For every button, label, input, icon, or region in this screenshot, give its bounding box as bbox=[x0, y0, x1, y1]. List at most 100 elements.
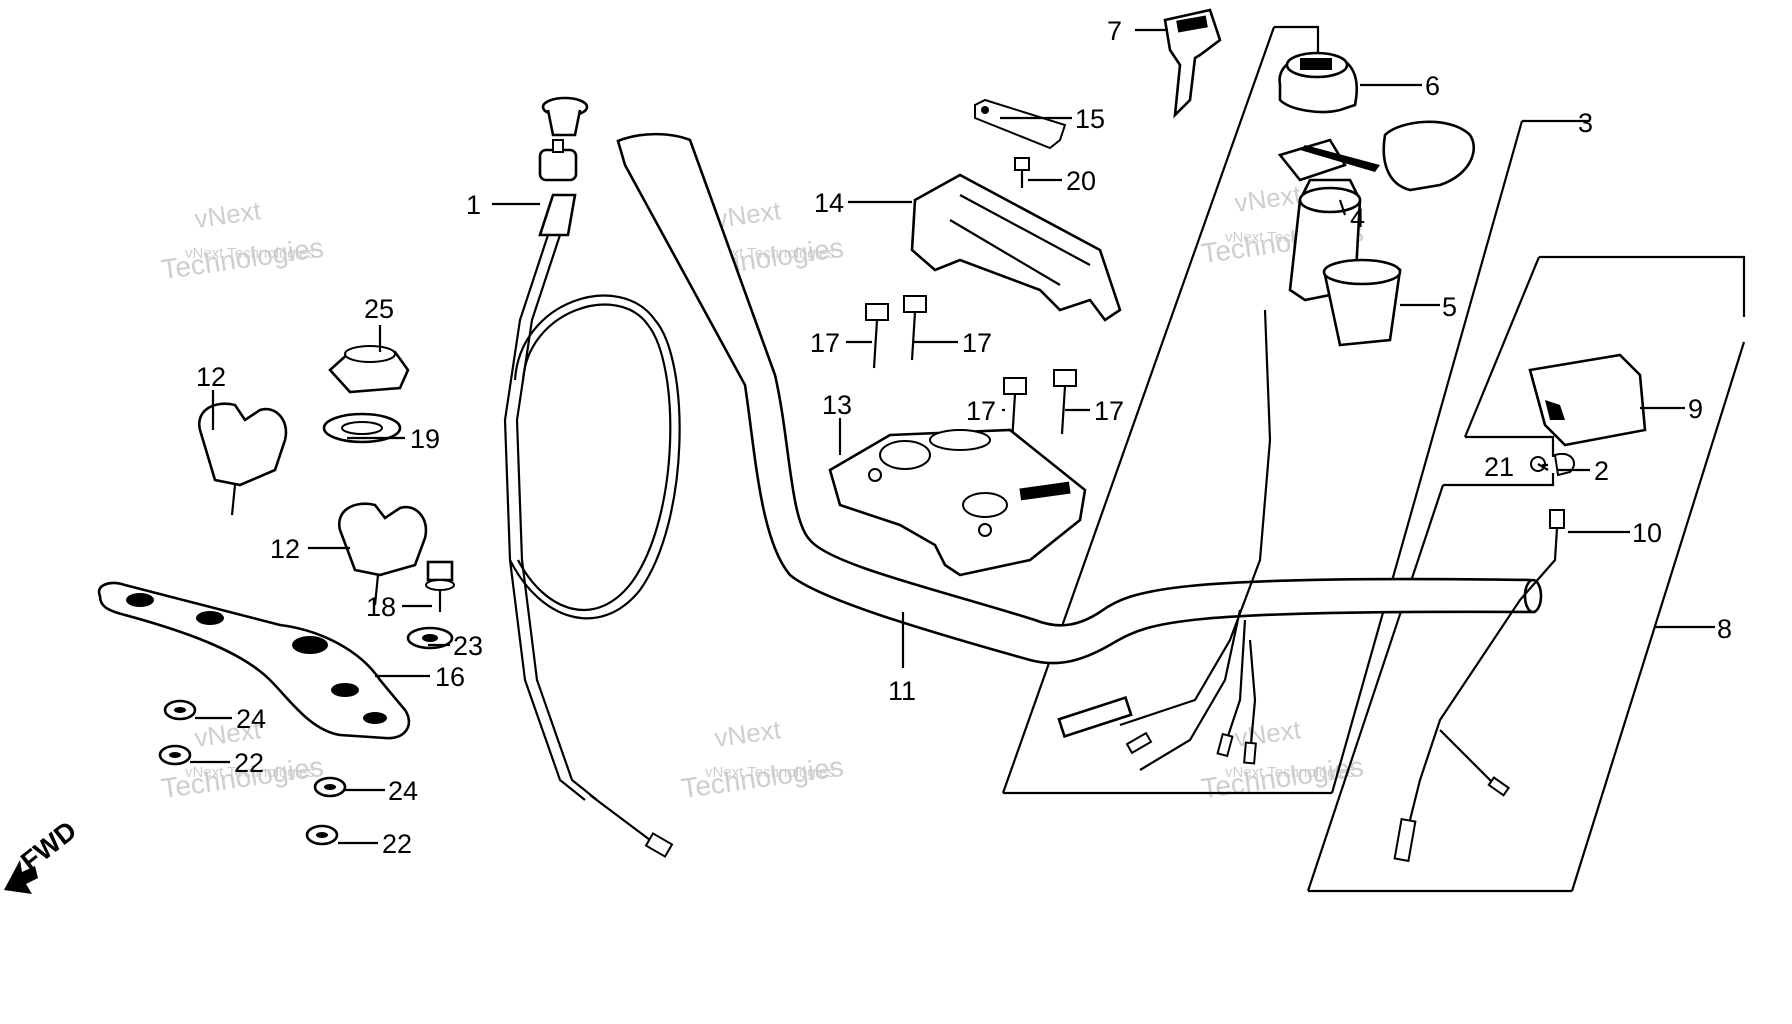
bracket bbox=[974, 98, 1067, 150]
ignition-switch-top bbox=[1298, 186, 1362, 214]
callout-24b: 24 bbox=[388, 776, 418, 806]
choke-cable-loop bbox=[509, 294, 681, 620]
callout-11: 11 bbox=[888, 676, 916, 706]
group-box-line bbox=[1001, 26, 1276, 794]
key bbox=[1163, 8, 1222, 119]
cap-nut-top bbox=[344, 345, 396, 363]
callout-22b: 22 bbox=[382, 829, 412, 859]
screw-21-shank bbox=[1537, 463, 1549, 471]
washer-inner bbox=[422, 634, 438, 642]
harness-8-connector bbox=[1393, 817, 1417, 863]
top-bridge-body bbox=[97, 581, 411, 740]
group-box-line bbox=[1306, 484, 1445, 892]
callout-19: 19 bbox=[410, 424, 440, 454]
ignition-wire bbox=[1223, 619, 1247, 746]
group-box-line bbox=[1465, 435, 1555, 457]
bracket-hole bbox=[981, 106, 989, 114]
ignition-switch bbox=[1057, 120, 1476, 771]
ignition-key-head bbox=[1382, 120, 1476, 192]
bridge-hole bbox=[363, 712, 387, 724]
ignition-connector bbox=[1057, 695, 1133, 739]
upper-holder-body bbox=[910, 173, 1122, 322]
small-parts-right bbox=[1393, 452, 1575, 863]
key-shape bbox=[1163, 8, 1222, 119]
plate-slot bbox=[929, 429, 991, 451]
callout-17a: 17 bbox=[810, 328, 840, 358]
watermark-text: vNext Technologies bbox=[705, 245, 835, 262]
bolt-17d bbox=[1053, 369, 1077, 435]
ignition-switch-cap bbox=[1322, 258, 1402, 347]
watermark-text: Technologies bbox=[159, 232, 325, 285]
callout-22a: 22 bbox=[234, 748, 264, 778]
nut-24a bbox=[163, 699, 197, 721]
plate-boss bbox=[962, 492, 1008, 518]
watermark-text: vNext Technologies bbox=[705, 764, 835, 781]
washer-inner bbox=[341, 421, 383, 435]
ignition-wire bbox=[1139, 609, 1242, 771]
callout-16: 16 bbox=[435, 662, 465, 692]
callout-3: 3 bbox=[1578, 108, 1593, 138]
bolt-18 bbox=[425, 560, 455, 612]
handlebar-switch-tab bbox=[1545, 400, 1565, 420]
upper-holder bbox=[910, 173, 1122, 322]
leader-lines bbox=[190, 28, 1685, 845]
callout-15: 15 bbox=[1075, 104, 1105, 134]
plate-body bbox=[828, 428, 1087, 577]
group-box-line bbox=[1570, 341, 1746, 892]
callout-21: 21 bbox=[1484, 452, 1514, 482]
handlebar-switch bbox=[1528, 353, 1647, 447]
callout-18: 18 bbox=[366, 592, 396, 622]
wire-terminal bbox=[1216, 732, 1234, 758]
bolt-shank bbox=[910, 311, 917, 361]
nut-hole bbox=[324, 784, 336, 790]
ignition-wire bbox=[1248, 639, 1257, 756]
bolt-head bbox=[1003, 377, 1027, 395]
watermark-text: vNext Technologies bbox=[185, 764, 315, 781]
holder-body bbox=[197, 402, 288, 487]
plate-boss bbox=[879, 440, 931, 470]
upper-holder-slot bbox=[959, 194, 1091, 266]
ignition-key-blade bbox=[1300, 145, 1380, 172]
watermark-text: vNext Technologies bbox=[1225, 764, 1355, 781]
choke-cable-wire-outline bbox=[515, 234, 598, 801]
bridge-hole bbox=[292, 636, 328, 654]
bolt-head bbox=[1053, 369, 1077, 387]
ignition-harness bbox=[1119, 309, 1272, 727]
holder-stud bbox=[373, 574, 380, 606]
switch-cover-slot bbox=[1300, 58, 1332, 70]
fwd-arrow-icon bbox=[4, 860, 38, 894]
handlebar-end bbox=[1523, 578, 1543, 614]
bridge-hole bbox=[126, 593, 154, 607]
bolt-head bbox=[426, 560, 454, 582]
handlebar-holder-lower bbox=[337, 502, 428, 606]
bolt-head bbox=[865, 303, 889, 321]
watermark-text: vNext bbox=[193, 195, 264, 234]
group-box-line bbox=[1463, 256, 1541, 438]
bridge-hole bbox=[196, 611, 224, 625]
ignition-key bbox=[1277, 138, 1347, 182]
nut-hole bbox=[174, 707, 186, 713]
watermark-text: Technologies bbox=[679, 751, 845, 804]
choke-body bbox=[538, 193, 577, 237]
callout-6: 6 bbox=[1425, 71, 1440, 101]
key-hole bbox=[1176, 15, 1208, 33]
callout-12b: 12 bbox=[270, 534, 300, 564]
harness-8 bbox=[1403, 527, 1559, 841]
handlebar-tube bbox=[616, 132, 1536, 665]
callout-12a: 12 bbox=[196, 362, 226, 392]
bolt-shank bbox=[1060, 385, 1067, 435]
watermark-text: vNext bbox=[1233, 179, 1304, 218]
nut-hole bbox=[316, 832, 328, 838]
nut-24b bbox=[313, 776, 347, 798]
upper-holder-slot bbox=[949, 219, 1061, 286]
lower-holder-plate bbox=[828, 428, 1087, 577]
bolt-17a bbox=[865, 303, 889, 369]
fwd-indicator: FWD bbox=[4, 815, 82, 894]
group-box-line bbox=[1330, 120, 1524, 794]
watermark-1: vNext Technologies vNext Technologies bbox=[159, 195, 325, 285]
top-bridge bbox=[97, 581, 411, 740]
group-box-line bbox=[1443, 473, 1555, 487]
bolt-17b bbox=[903, 295, 927, 361]
leader-line bbox=[1338, 199, 1347, 216]
callout-labels: 1 2 3 4 5 6 7 8 9 10 11 12 12 13 14 15 1… bbox=[196, 16, 1732, 859]
